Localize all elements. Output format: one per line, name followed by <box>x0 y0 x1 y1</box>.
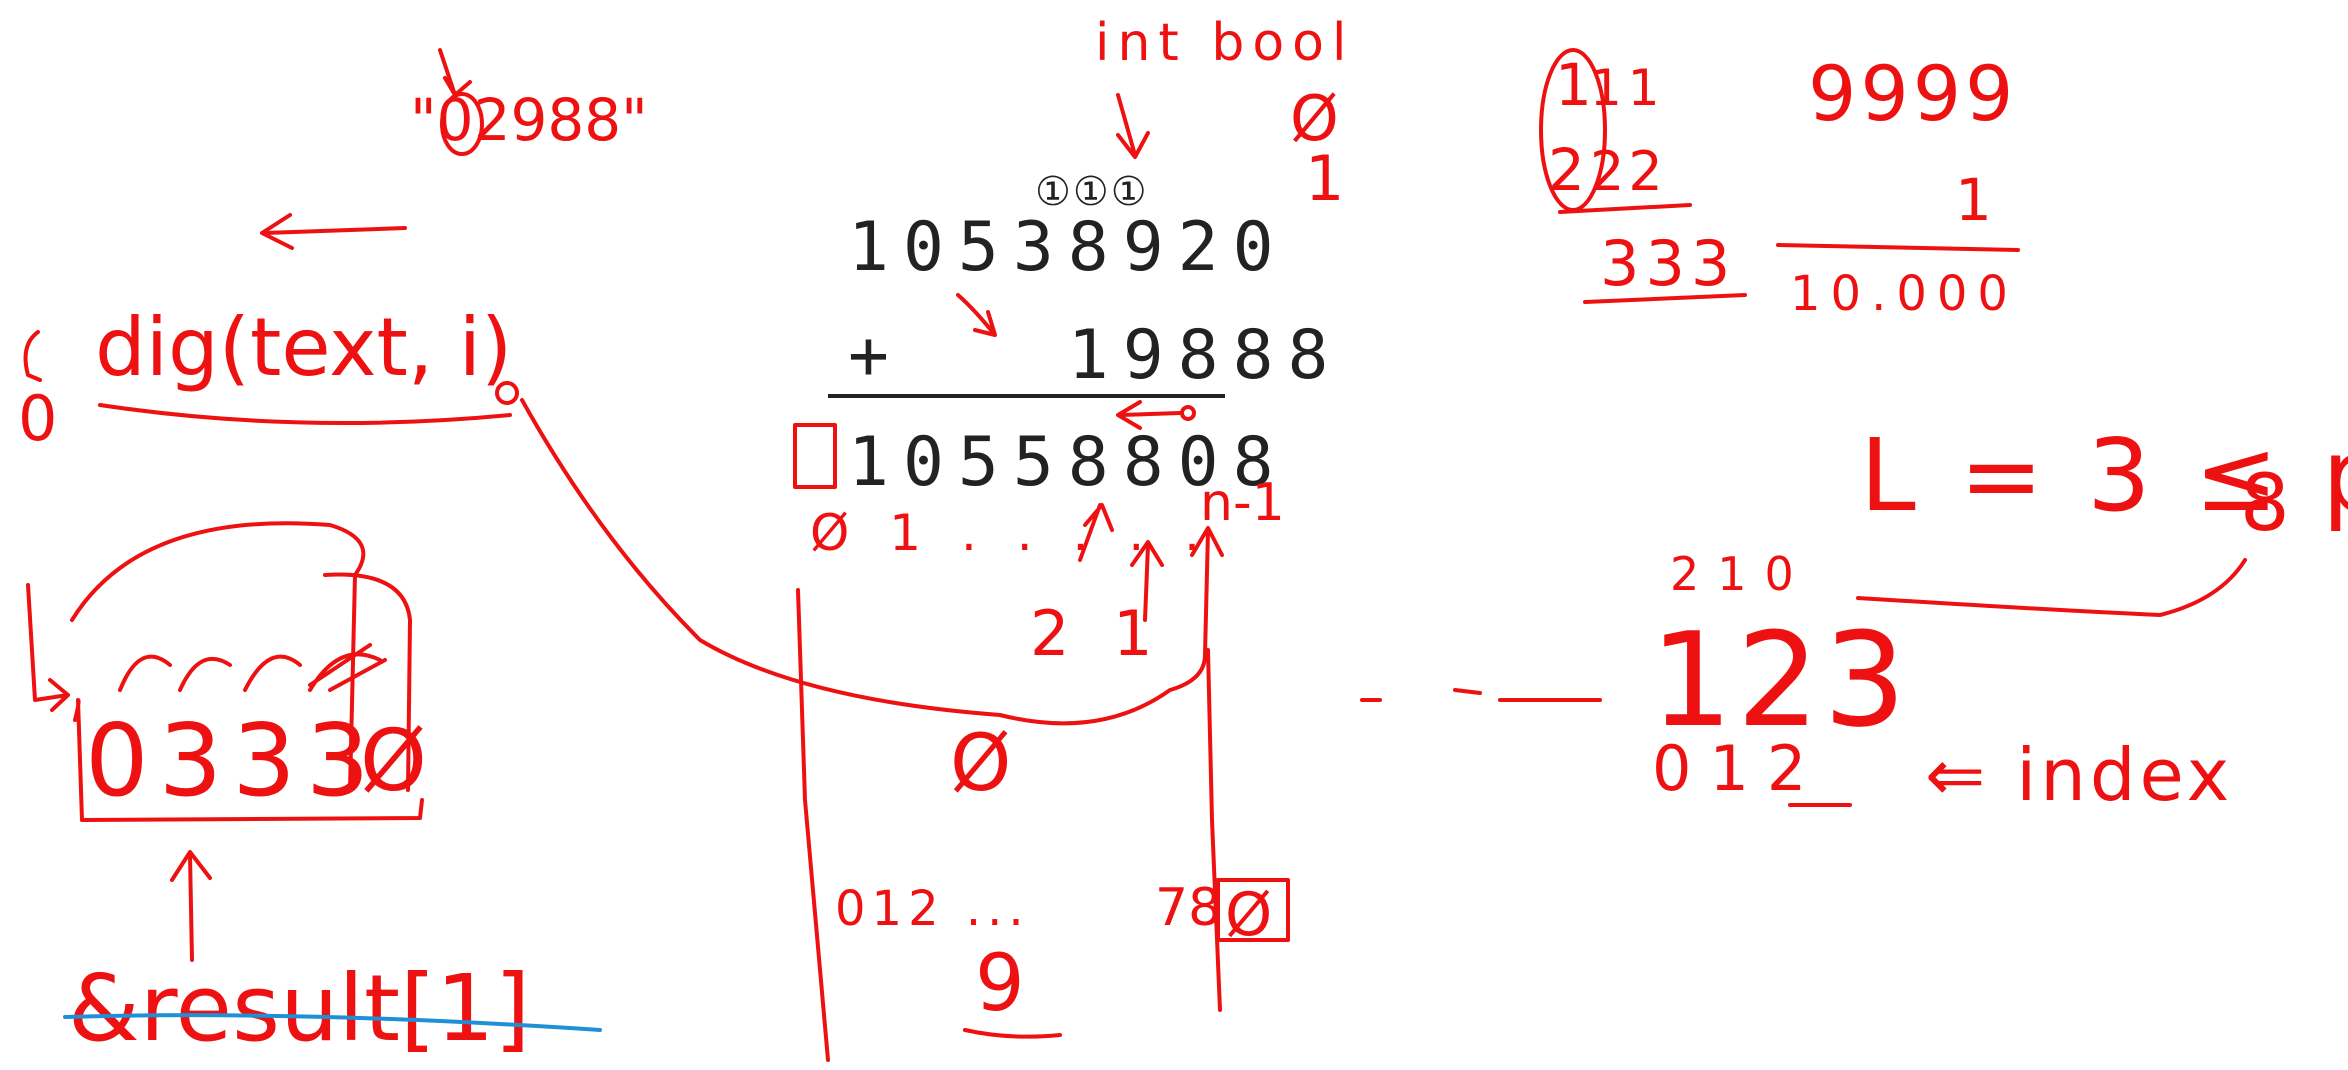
result-reference: &result[1] <box>68 955 530 1062</box>
index-two-one: 2 1 <box>1030 597 1165 670</box>
entry-arrow <box>26 583 70 712</box>
i-dot-marker <box>495 381 519 405</box>
range-end: Ø <box>1225 880 1272 950</box>
arrow-one <box>1130 540 1164 622</box>
array-cell-border <box>323 572 412 792</box>
formula-last-char: 8 <box>2240 459 2290 549</box>
range-left: 012 ... <box>835 881 1030 937</box>
arrow-to-addend <box>956 293 997 337</box>
memory-left-edge <box>796 588 830 1062</box>
array-digits: 0333 <box>85 702 380 819</box>
carry-dot <box>1180 405 1196 421</box>
zero-label: 0 <box>18 382 57 455</box>
col-a-underline <box>1583 293 1747 304</box>
col-b-top: 9999 <box>1808 49 2017 138</box>
arrow-last <box>1190 526 1224 657</box>
col-a-rest-two: 22 <box>1590 140 1667 203</box>
col-a-first: 1 <box>1555 51 1592 119</box>
circle-first-digit <box>440 92 484 156</box>
carry-marks: ①①① <box>1035 169 1149 215</box>
arrow-to-sum <box>1116 93 1150 159</box>
bracket-hook <box>23 330 42 382</box>
memory-right-edge <box>1206 648 1222 1012</box>
array-terminator: Ø <box>360 712 427 811</box>
sum-result: 10558808 <box>848 423 1288 502</box>
bool-zero: Ø <box>1290 82 1339 155</box>
arrow-left-icon <box>260 213 407 250</box>
array-arc <box>70 521 366 622</box>
index-digits: 012 <box>1652 732 1824 805</box>
underline-call <box>98 403 512 425</box>
col-a-rest-one: 11 <box>1590 59 1666 117</box>
bool-one: 1 <box>1305 142 1344 215</box>
dashed-link <box>1360 688 1602 702</box>
pointer-curve <box>520 398 1207 726</box>
formula-connector <box>1856 558 2247 617</box>
col-a-second: 2 <box>1548 136 1585 204</box>
nine-label: 9 <box>975 939 1025 1029</box>
col-b-sum: 10.000 <box>1790 266 2018 322</box>
call-expression: dig(text, i) <box>95 301 512 394</box>
shift-arrows <box>118 652 382 692</box>
col-a-rule <box>1558 203 1692 214</box>
position-labels: 210 <box>1670 547 1812 601</box>
type-labels: int bool <box>1095 13 1354 73</box>
scribble-mark <box>308 643 387 692</box>
terminator-box <box>1216 878 1290 942</box>
carry-arrow <box>1116 400 1182 430</box>
nine-underline <box>963 1028 1062 1039</box>
array-bracket <box>73 698 424 822</box>
n-minus-one-label: n-1 <box>1200 473 1285 533</box>
string-literal: "02988" <box>410 86 648 154</box>
col-b-rule <box>1776 243 2020 252</box>
arrow-up-icon <box>170 850 212 962</box>
number-123: 123 <box>1650 604 1910 756</box>
arrow-down-icon <box>438 48 472 97</box>
empty-cell-box <box>793 423 837 489</box>
strike-through <box>63 1013 602 1032</box>
index-label: ⇐ index <box>1925 733 2233 817</box>
sum-operand-top: 10538920 <box>848 208 1288 287</box>
col-a-sum: 333 <box>1600 227 1736 300</box>
sum-operand-addend: + 19888 <box>848 316 1342 395</box>
col-b-one: 1 <box>1955 166 1992 234</box>
formula: L = 3 ≤ po <box>1860 417 2348 534</box>
index-row: Ø 1 . . . . . <box>810 504 1212 562</box>
arrow-two <box>1078 503 1114 562</box>
range-right: 78 <box>1155 878 1221 938</box>
empty-zero: Ø <box>950 719 1011 809</box>
